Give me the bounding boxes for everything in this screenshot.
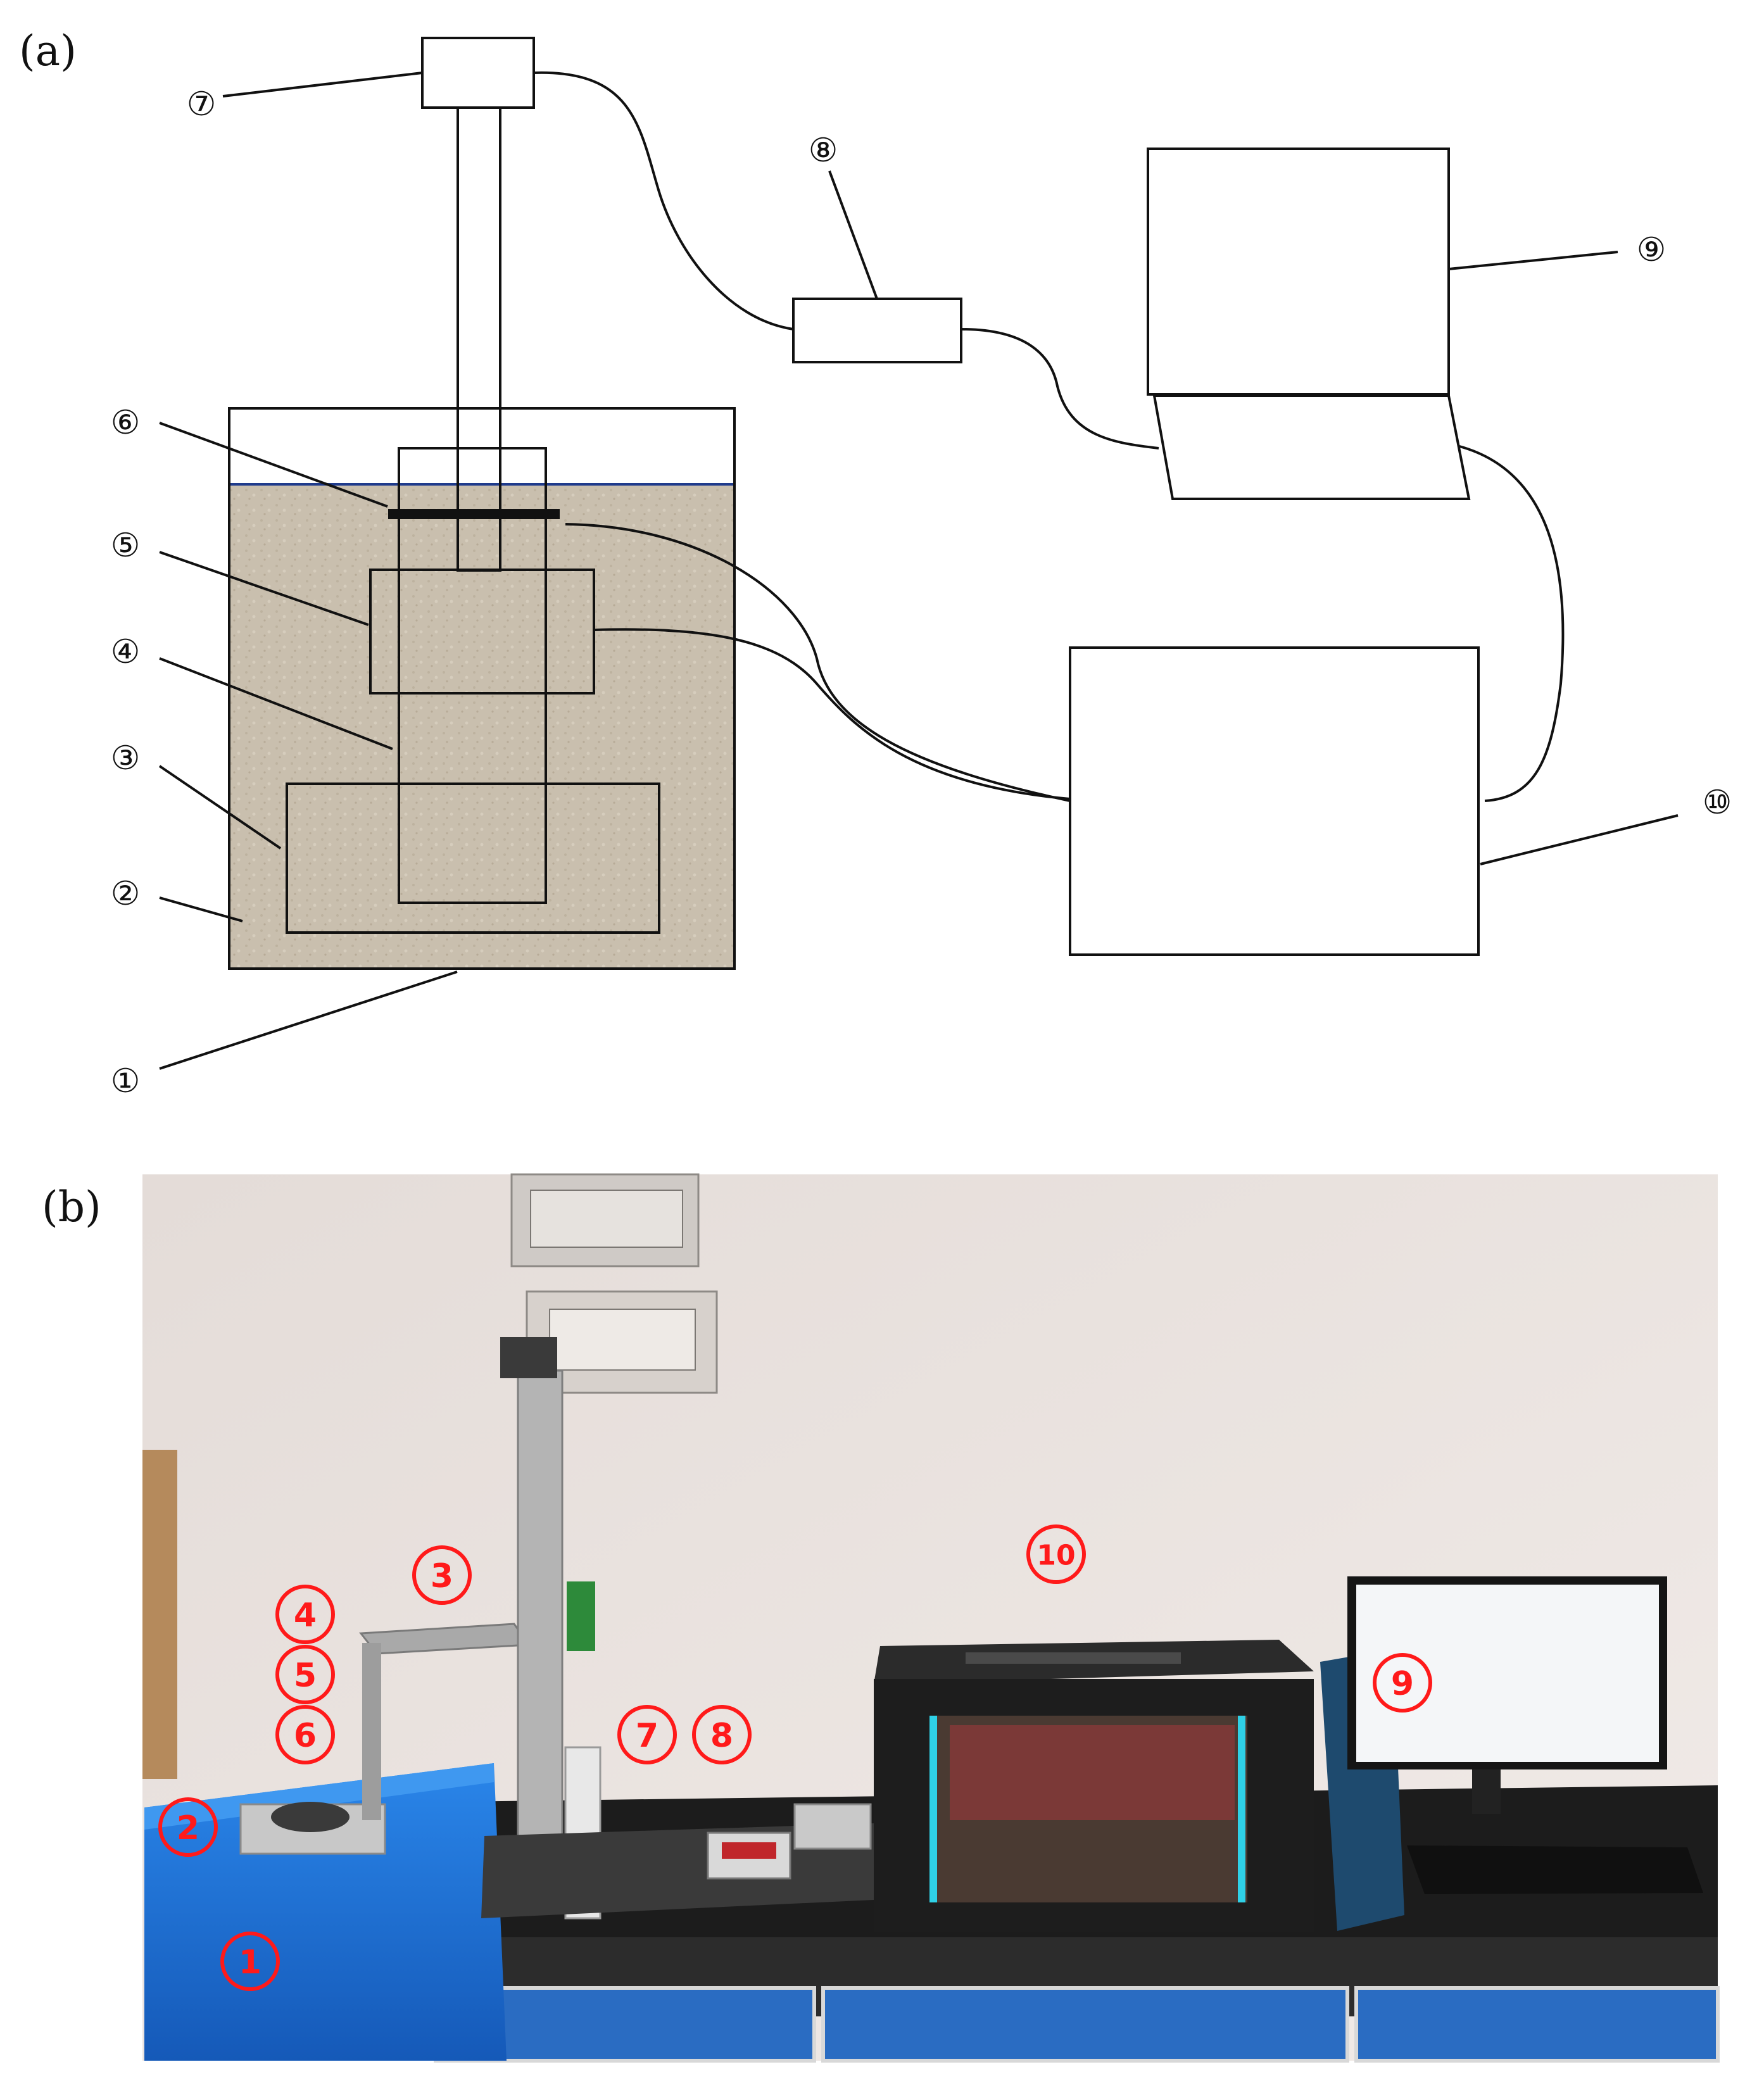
callout-b-1: 1: [239, 1944, 261, 1982]
photo-cabinet-trim-right: [1238, 1716, 1245, 1902]
photo-cabinet-circuits: [950, 1725, 1235, 1820]
photo-fixture-hole: [271, 1802, 350, 1832]
panel-a-label: (a): [19, 27, 77, 75]
photo-door-frame: [142, 1450, 177, 1779]
photo-drawer-3: [1354, 1986, 1720, 2063]
callout-b-6-ring: [275, 1705, 335, 1764]
callout-a-10: ⑩: [1703, 784, 1732, 822]
callout-a-7: ⑦: [187, 85, 217, 123]
callout-b-9-ring: [1373, 1653, 1432, 1713]
cable-9-to-10: [1459, 445, 1565, 802]
cable-6-to-10: [565, 523, 1071, 802]
callout-b-5: 5: [294, 1657, 317, 1695]
motor-box: [421, 37, 535, 109]
callout-a-8: ⑧: [809, 132, 838, 170]
laptop-screen: [1147, 148, 1450, 396]
cable-8-to-9: [961, 328, 1159, 449]
callout-a-3: ③: [111, 739, 141, 777]
callout-a-4: ④: [111, 633, 141, 671]
leader-1: [159, 971, 458, 1070]
leader-4: [159, 657, 393, 750]
panel-b-photo: [142, 1173, 1720, 2063]
leader-3: [158, 765, 282, 850]
callout-b-10-ring: [1026, 1524, 1086, 1584]
photo-stepper-motor: [500, 1337, 557, 1378]
rod-column: [398, 447, 547, 904]
callout-a-9: ⑨: [1637, 231, 1666, 269]
callout-b-8-ring: [692, 1705, 752, 1764]
photo-monitor-stand: [1472, 1769, 1501, 1814]
acquisition-box: [1069, 646, 1480, 956]
photo-monitor-screen: [1356, 1585, 1659, 1762]
photo-electrical-panel-bottom-inner: [549, 1309, 696, 1371]
callout-b-4-ring: [275, 1585, 335, 1644]
photo-frame-leg: [362, 1643, 381, 1820]
photo-cabinet-vent: [966, 1652, 1181, 1664]
leader-2: [159, 896, 243, 922]
callout-b-8: 8: [710, 1717, 733, 1755]
photo-blue-box-rim: [144, 1763, 494, 1830]
leader-7: [222, 72, 423, 97]
callout-b-10: 10: [1036, 1540, 1075, 1572]
photo-drawer-2: [821, 1986, 1349, 2063]
leader-6: [159, 422, 388, 508]
photo-cabinet-trim-left: [929, 1716, 937, 1902]
callout-b-7: 7: [636, 1717, 658, 1755]
cable-7-to-8: [533, 71, 794, 330]
soil-fill: [230, 484, 733, 967]
photo-driver-board: [567, 1581, 595, 1651]
callout-b-9: 9: [1391, 1665, 1414, 1703]
panel-b-callouts: [158, 1524, 1432, 1991]
laptop-base: [1152, 394, 1471, 500]
footing-plate: [286, 782, 660, 934]
panel-a-schematic: [158, 37, 1679, 1070]
leader-8: [828, 170, 878, 299]
photo-power-supply: [793, 1803, 872, 1850]
callout-b-5-ring: [275, 1645, 335, 1704]
callout-a-5: ⑤: [111, 527, 141, 565]
photo-display-readout: [722, 1842, 776, 1859]
callout-a-6: ⑥: [111, 404, 141, 442]
callout-b-3: 3: [431, 1557, 453, 1595]
leader-10: [1480, 814, 1679, 865]
callout-b-6: 6: [294, 1717, 317, 1755]
callout-b-2: 2: [177, 1809, 199, 1847]
photo-linear-stage: [517, 1369, 564, 1897]
leader-9: [1448, 251, 1618, 270]
callout-b-1-ring: [220, 1932, 280, 1991]
callout-b-7-ring: [617, 1705, 677, 1764]
controller-box: [792, 298, 962, 363]
callout-a-1: ①: [111, 1062, 141, 1100]
cable-5-to-10: [593, 628, 1071, 800]
leader-5: [159, 551, 369, 626]
panel-b-label: (b): [42, 1183, 101, 1231]
photo-electrical-panel-top-inner: [530, 1190, 683, 1248]
callout-a-2: ②: [111, 875, 141, 913]
photo-keyboard: [1407, 1845, 1703, 1894]
callout-b-2-ring: [158, 1797, 218, 1857]
callout-b-4: 4: [294, 1597, 317, 1635]
callout-b-3-ring: [412, 1545, 472, 1605]
